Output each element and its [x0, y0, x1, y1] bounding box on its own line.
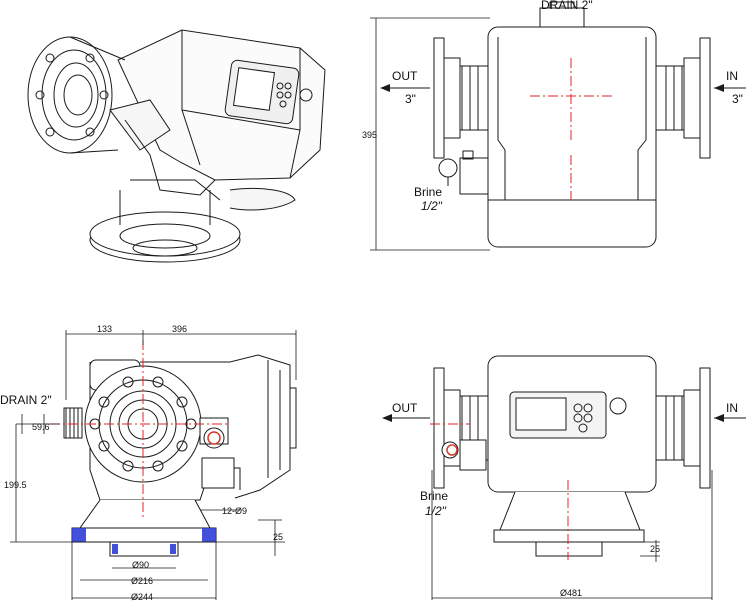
dim-59-6: 59.6	[32, 422, 50, 432]
out-label-top: OUT	[392, 69, 418, 83]
dim-25-plan: 25	[650, 544, 660, 554]
in-size-top: 3"	[732, 92, 743, 106]
in-label-top: IN	[726, 69, 738, 83]
dim-244: Ø244	[131, 592, 153, 602]
dim-90: Ø90	[132, 560, 149, 570]
isometric-view	[27, 29, 326, 263]
brine-label-plan: Brine	[420, 489, 448, 503]
dim-216: Ø216	[131, 576, 153, 586]
dim-396: 396	[172, 324, 187, 334]
dim-133: 133	[97, 324, 112, 334]
dim-25-side: 25	[273, 532, 283, 542]
brine-size-plan: 1/2"	[425, 504, 447, 518]
front-view: DRAIN 2" OUT 3" IN 3" Brine 1/2" 395	[362, 0, 746, 251]
drain-label-top: DRAIN 2"	[541, 0, 593, 12]
dim-481: Ø481	[560, 588, 582, 598]
height-dimension: 395	[362, 130, 377, 140]
brine-size-top: 1/2"	[421, 199, 443, 213]
in-label-plan: IN	[726, 401, 738, 415]
dim-199-5: 199.5	[4, 480, 27, 490]
side-view: 133 396 DRAIN 2" 59.6 199.5 12-Ø9 25 Ø90…	[0, 324, 297, 602]
out-label-plan: OUT	[392, 401, 418, 415]
dim-12-9: 12-Ø9	[222, 506, 247, 516]
drain-label-side: DRAIN 2"	[0, 393, 52, 407]
plan-view: OUT IN Brine 1/2" 25 Ø481	[382, 355, 746, 600]
out-size-top: 3"	[405, 92, 416, 106]
brine-label-top: Brine	[414, 185, 442, 199]
